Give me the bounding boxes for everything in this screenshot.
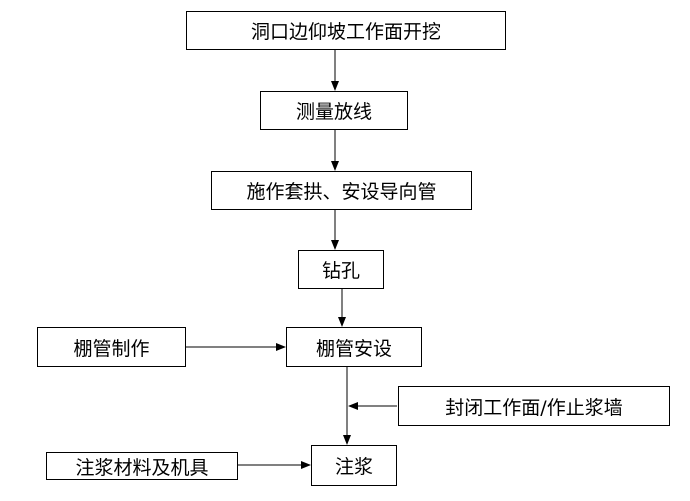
node-install: 棚管安设 <box>286 327 422 367</box>
node-materials-label: 注浆材料及机具 <box>75 456 209 479</box>
node-fabrication: 棚管制作 <box>37 327 186 367</box>
node-survey: 测量放线 <box>260 91 408 130</box>
node-drill: 钻孔 <box>298 250 384 289</box>
node-grouting: 注浆 <box>311 445 397 486</box>
node-excavation-label: 洞口边仰坡工作面开挖 <box>250 21 441 43</box>
node-install-label: 棚管安设 <box>315 337 392 360</box>
node-survey-label: 测量放线 <box>295 101 372 123</box>
node-excavation: 洞口边仰坡工作面开挖 <box>186 11 506 50</box>
node-drill-label: 钻孔 <box>321 260 360 282</box>
node-grouting-label: 注浆 <box>334 456 373 478</box>
node-seal: 封闭工作面/作止浆墙 <box>398 386 670 426</box>
node-materials: 注浆材料及机具 <box>46 452 238 480</box>
node-seal-label: 封闭工作面/作止浆墙 <box>445 396 623 419</box>
node-arch: 施作套拱、安设导向管 <box>211 171 472 210</box>
node-fabrication-label: 棚管制作 <box>73 337 150 360</box>
node-arch-label: 施作套拱、安设导向管 <box>246 181 437 203</box>
